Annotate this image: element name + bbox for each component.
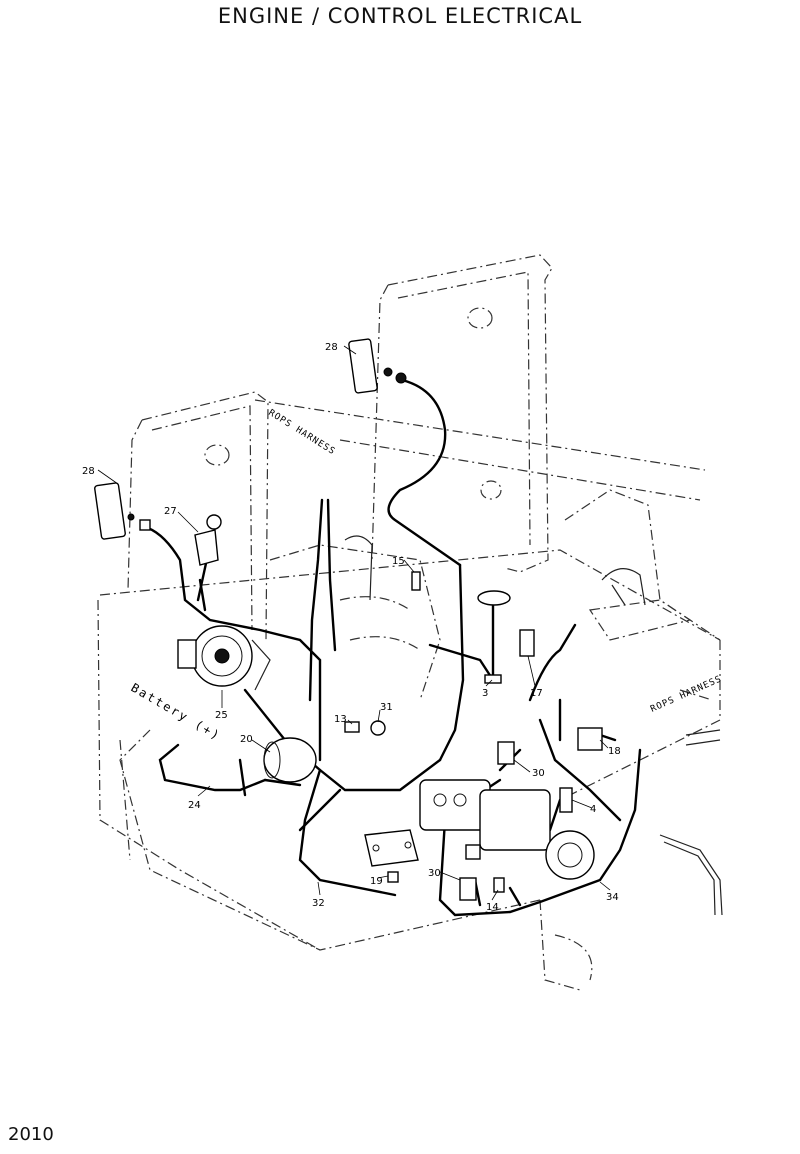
callout-32: 32 [312,898,325,909]
callout-30-top: 30 [532,768,545,779]
fuel-sender [477,590,511,684]
rear-lamp-top [348,338,407,394]
bracket-19 [364,829,419,883]
callout-19: 19 [370,876,383,887]
rops-harness-right-tag: ROPS HARNESS [649,674,723,714]
wiring-harness [146,378,642,917]
battery-positive-tag: Battery (+) [129,680,224,743]
callout-31: 31 [380,702,393,713]
callout-28-top: 28 [325,342,338,353]
callout-34: 34 [606,892,619,903]
machine-outline [97,254,723,991]
solenoid-30-bottom [459,877,477,901]
callout-3: 3 [482,688,488,699]
relay-bracket [194,514,222,566]
callout-28-left: 28 [82,466,95,477]
callout-4: 4 [590,804,596,815]
callout-18: 18 [608,746,621,757]
valve-fitting [465,844,481,860]
relay-18 [577,727,603,751]
page-title: ENGINE / CONTROL ELECTRICAL [217,4,583,28]
callout-15: 15 [392,556,405,567]
callout-14: 14 [486,902,499,913]
sensor-13 [344,721,360,733]
alternator [177,625,271,691]
connector-17 [519,629,535,657]
callout-17: 17 [530,688,543,699]
switch-14 [493,877,505,893]
callout-30-bottom: 30 [428,868,441,879]
solenoid-30-top [497,741,515,765]
rear-lamp-left [94,482,151,540]
callout-25: 25 [215,710,228,721]
sensor-31 [370,720,386,736]
components [94,338,603,901]
pressure-switch-4 [559,787,573,813]
page-code: 2010 [8,1124,54,1145]
leader-lines [97,345,611,901]
hydraulic-pump [419,779,595,880]
temp-sender [411,571,421,591]
callout-20: 20 [240,734,253,745]
callout-24: 24 [188,800,201,811]
callout-labels: 28 28 27 15 3 17 18 13 31 25 20 24 30 4 … [82,342,621,913]
starter-motor [263,737,317,783]
callout-27: 27 [164,506,177,517]
rops-harness-left-tag: ROPS HARNESS [266,408,337,457]
callout-13: 13 [334,714,347,725]
